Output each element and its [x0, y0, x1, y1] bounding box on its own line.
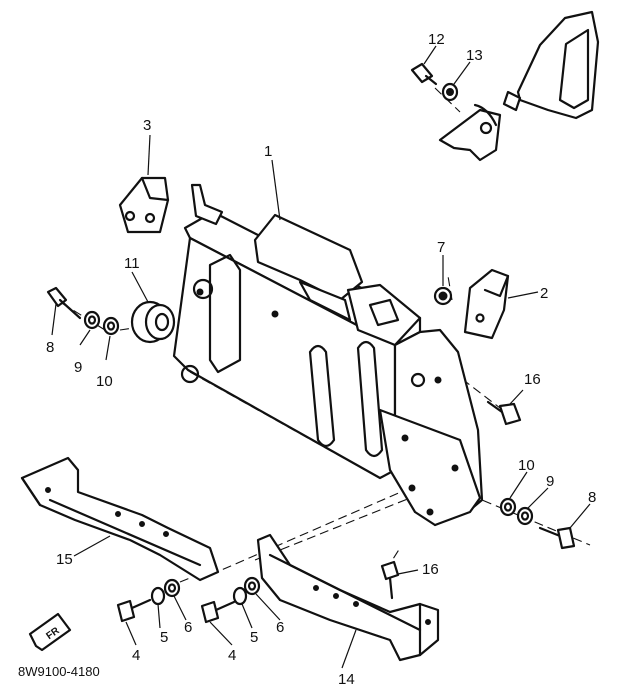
- fasteners-right: [486, 400, 576, 550]
- callout-7: 7: [437, 239, 445, 256]
- front-direction-arrow: FR: [28, 612, 72, 652]
- callout-8-right: 8: [588, 489, 596, 506]
- callout-16-lower: 16: [422, 561, 439, 578]
- callout-9-right: 9: [546, 473, 554, 490]
- rubber-mount-part-11: [130, 300, 176, 344]
- callout-5-right: 5: [250, 629, 258, 646]
- callout-1: 1: [264, 143, 272, 160]
- part-code: 8W9100-4180: [18, 664, 100, 679]
- callout-14: 14: [338, 671, 355, 688]
- callout-6-left: 6: [184, 619, 192, 636]
- crossmember-part-14: [256, 533, 440, 662]
- fasteners-left: [46, 286, 120, 336]
- callout-8-left: 8: [46, 339, 54, 356]
- main-frame-part-1: [172, 183, 484, 527]
- callout-11: 11: [124, 255, 140, 272]
- callout-6-right: 6: [276, 619, 284, 636]
- callout-16-upper: 16: [524, 371, 541, 388]
- bracket-part-3: [118, 176, 170, 234]
- bracket-part-2: [463, 268, 510, 340]
- callout-10-left: 10: [96, 373, 113, 390]
- callout-4-right: 4: [228, 647, 236, 664]
- callout-10-right: 10: [518, 457, 535, 474]
- crossmember-part-15: [20, 456, 220, 582]
- callout-4-left: 4: [132, 647, 140, 664]
- fasteners-lower: [116, 576, 261, 624]
- callout-3: 3: [143, 117, 151, 134]
- handle-assembly: [410, 10, 600, 162]
- callout-13: 13: [466, 47, 483, 64]
- nut-part-7: [433, 286, 453, 306]
- callout-12: 12: [428, 31, 445, 48]
- callout-9-left: 9: [74, 359, 82, 376]
- callout-2: 2: [540, 285, 548, 302]
- callout-labels: 1 2 3 4 4 5 5 6 6 7 8 8 9 9 10 10 11 12 …: [46, 31, 596, 688]
- callout-15: 15: [56, 551, 73, 568]
- leader-lines: [51, 45, 591, 669]
- callout-5-left: 5: [160, 629, 168, 646]
